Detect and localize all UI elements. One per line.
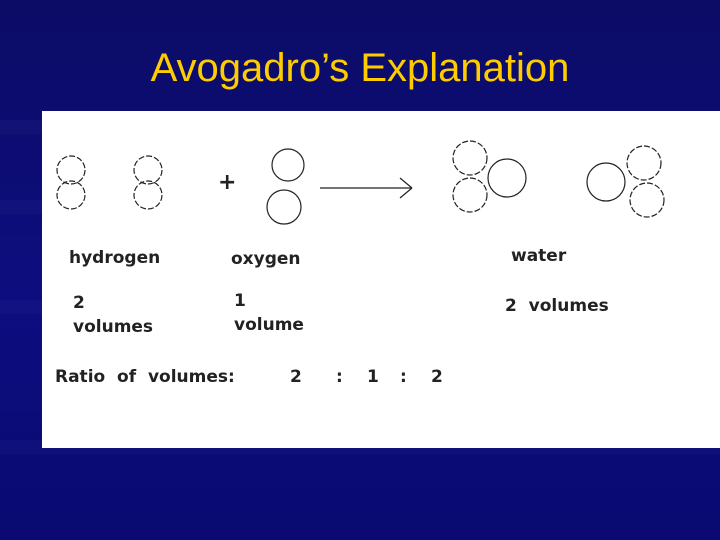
hydrogen-atom [626,145,662,181]
ratio-separator: : [336,367,343,387]
water-label: water [511,246,567,266]
hydrogen-molecule [133,155,163,210]
hydrogen-atom [629,182,665,218]
hydrogen-atom [133,180,163,210]
oxygen-atom [266,189,302,225]
slide-title: Avogadro’s Explanation [150,46,570,90]
reaction-arrow [320,177,413,199]
molecule-diagram [56,140,665,225]
hydrogen-atom [452,140,488,176]
ratio-value-hydrogen: 2 [290,367,302,387]
water-molecule [586,145,665,218]
ratio-value-oxygen: 1 [367,367,379,387]
ratio-separator: : [400,367,407,387]
hydrogen-atom [452,177,488,213]
water-amount: 2 volumes [505,296,609,316]
oxygen-unit: volume [234,315,304,335]
hydrogen-molecule [56,155,86,210]
oxygen-atom [586,162,626,202]
hydrogen-unit: volumes [73,317,154,337]
hydrogen-atom [56,180,86,210]
ratio-value-water: 2 [431,367,443,387]
water-molecule [452,140,527,213]
hydrogen-atom [56,155,86,185]
hydrogen-label: hydrogen [69,248,161,268]
diagram-panel: + hydrogen oxygen water 2 volumes 1 volu… [42,111,720,448]
ratio-label: Ratio of volumes: [55,367,235,387]
oxygen-atom [487,158,527,198]
hydrogen-atom [133,155,163,185]
plus-sign: + [218,170,237,195]
oxygen-molecule [266,148,305,225]
oxygen-label: oxygen [231,249,301,269]
hydrogen-amount: 2 [73,293,85,313]
oxygen-atom [271,148,305,182]
oxygen-amount: 1 [234,291,246,311]
